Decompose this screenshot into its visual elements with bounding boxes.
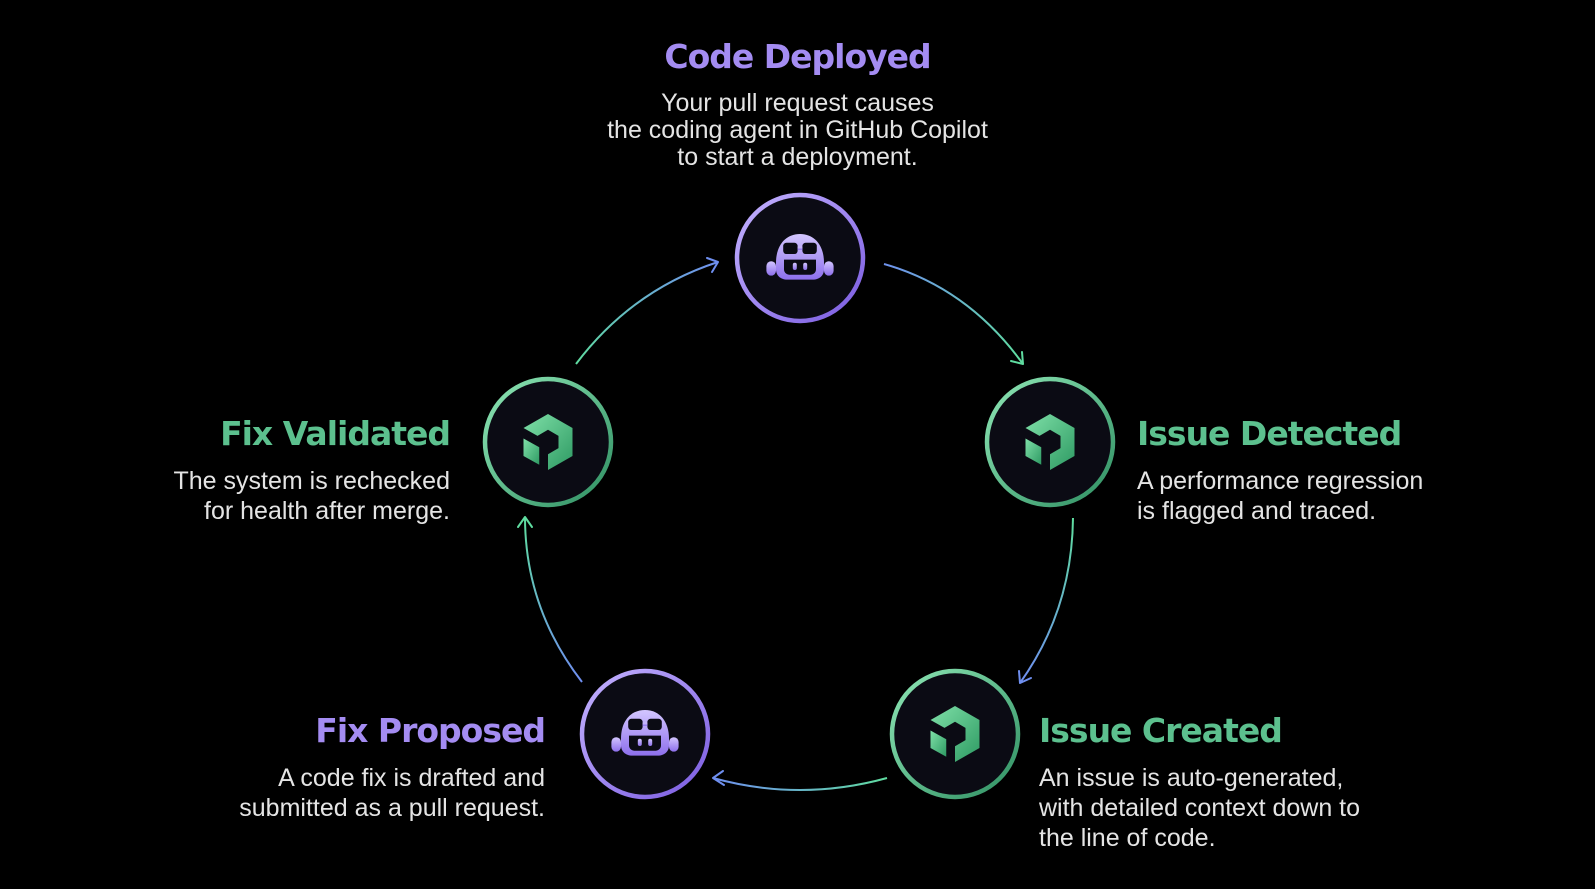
step-description-issue-created: An issue is auto-generated, with detaile… xyxy=(1039,763,1360,853)
step-title-issue-created: Issue Created xyxy=(1039,711,1283,750)
description-line: A code fix is drafted and xyxy=(278,764,545,792)
arrow-validated-to-deployed-head xyxy=(706,257,719,273)
step-description-code-deployed: Your pull request causes the coding agen… xyxy=(0,90,1595,171)
description-line: A performance regression xyxy=(1137,467,1424,495)
arrow-deployed-to-detected-head xyxy=(1010,351,1024,365)
step-title-fix-proposed: Fix Proposed xyxy=(315,711,546,750)
description-line: submitted as a pull request. xyxy=(239,794,545,822)
description-line: with detailed context down to xyxy=(1039,794,1361,822)
arrow-created-to-proposed-head xyxy=(712,770,725,786)
node-fix-proposed xyxy=(579,668,711,800)
node-fix-validated xyxy=(482,376,614,508)
description-line: to start a deployment. xyxy=(677,143,918,171)
step-title-code-deployed: Code Deployed xyxy=(664,37,931,76)
description-line: is flagged and traced. xyxy=(1137,497,1377,525)
step-title-fix-validated: Fix Validated xyxy=(220,414,451,453)
step-description-fix-proposed: A code fix is drafted and submitted as a… xyxy=(239,763,545,823)
description-line: Your pull request causes xyxy=(661,89,934,117)
arrow-created-to-proposed xyxy=(712,777,888,791)
node-issue-detected xyxy=(984,376,1116,508)
arrow-proposed-to-validated-head xyxy=(517,516,533,528)
node-issue-created xyxy=(889,668,1021,800)
description-line: An issue is auto-generated, xyxy=(1039,764,1344,792)
description-line: The system is rechecked xyxy=(173,467,451,495)
description-line: the coding agent in GitHub Copilot xyxy=(607,116,988,144)
description-line: the line of code. xyxy=(1039,824,1216,852)
description-line: for health after merge. xyxy=(204,497,450,525)
arrow-detected-to-created-head xyxy=(1018,670,1032,684)
node-code-deployed xyxy=(734,192,866,324)
step-description-issue-detected: A performance regression is flagged and … xyxy=(1137,466,1423,526)
cycle-arrows xyxy=(517,257,1074,791)
step-title-issue-detected: Issue Detected xyxy=(1137,414,1402,453)
arrow-detected-to-created xyxy=(1019,517,1074,684)
arrow-proposed-to-validated xyxy=(524,516,583,683)
arrow-deployed-to-detected xyxy=(883,263,1024,365)
step-description-fix-validated: The system is rechecked for health after… xyxy=(174,466,451,526)
arrow-validated-to-deployed xyxy=(575,261,719,365)
